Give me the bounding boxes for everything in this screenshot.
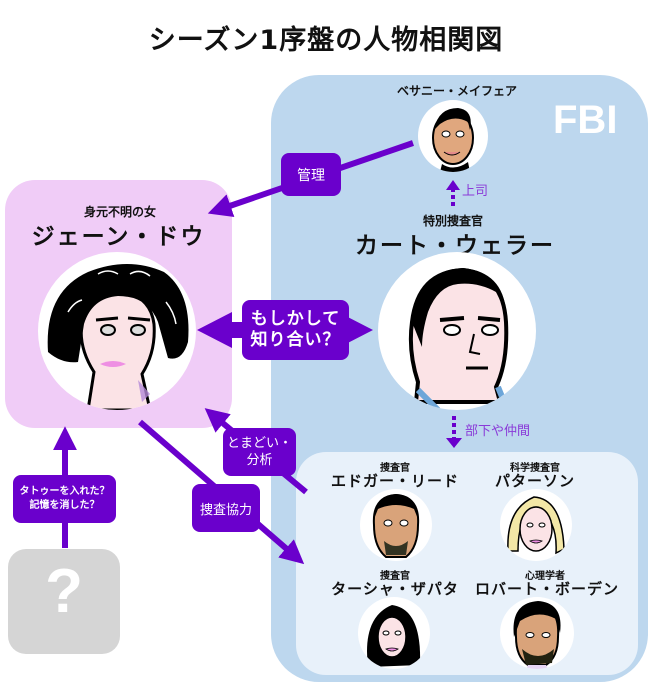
tasha-role: 捜査官 xyxy=(380,571,410,582)
diagram-title: シーズン1序盤の人物相関図 xyxy=(148,25,504,56)
borden-face-icon xyxy=(513,601,561,669)
borden-portrait xyxy=(500,597,574,669)
fbi-group-label: FBI xyxy=(553,98,618,142)
edgar-face-icon xyxy=(372,493,420,558)
relation-confusion-line2: 分析 xyxy=(246,453,273,468)
bethany-face-icon xyxy=(432,108,474,172)
unknown-person-box xyxy=(8,549,120,654)
relation-maybe-know-tag: もしかして 知り合い？ xyxy=(242,300,349,360)
patterson-role: 科学捜査官 xyxy=(510,463,560,474)
relation-manage-tag: 管理 xyxy=(281,153,341,196)
borden-name: ロバート・ボーデン xyxy=(474,580,619,598)
tasha-portrait xyxy=(358,597,430,669)
question-mark-icon: ? xyxy=(45,557,83,626)
relation-confusion-line1: とまどい・ xyxy=(226,436,292,451)
relation-subordinates-label: 部下や仲間 xyxy=(465,424,531,439)
edgar-name: エドガー・リード xyxy=(330,472,459,490)
patterson-face-icon xyxy=(507,496,565,555)
bethany-portrait xyxy=(418,100,488,172)
relation-tattoo-tag: タトゥーを入れた？ 記憶を消した？ xyxy=(13,475,116,523)
kurt-role: 特別捜査官 xyxy=(422,214,483,228)
tasha-face-icon xyxy=(367,605,421,667)
edgar-role: 捜査官 xyxy=(380,463,410,474)
jane-name: ジェーン・ドウ xyxy=(31,224,206,250)
relation-confusion-tag: とまどい・ 分析 xyxy=(223,428,296,476)
fbi-team-box xyxy=(296,452,638,675)
patterson-portrait xyxy=(500,489,572,561)
relation-boss-label: 上司 xyxy=(462,184,489,199)
edgar-portrait xyxy=(360,489,432,561)
relation-tattoo-line1: タトゥーを入れた？ xyxy=(19,486,110,497)
borden-role: 心理学者 xyxy=(525,571,565,582)
jane-face-icon xyxy=(47,264,189,410)
arrow-maybe-know-left xyxy=(197,312,232,348)
patterson-name: パターソン xyxy=(494,472,575,490)
relation-maybe-know-line2: 知り合い？ xyxy=(250,330,341,350)
jane-role: 身元不明の女 xyxy=(83,205,156,219)
bethany-name: ベサニー・メイフェア xyxy=(396,84,517,98)
kurt-face-icon xyxy=(408,267,511,410)
tasha-name: ターシャ・ザパタ xyxy=(331,580,459,598)
relation-maybe-know-line1: もしかして xyxy=(250,309,341,329)
kurt-portrait xyxy=(378,252,536,410)
arrow-subordinates-head xyxy=(446,438,462,448)
relation-cooperation-tag: 捜査協力 xyxy=(192,484,260,532)
arrow-boss-head xyxy=(446,180,460,190)
jane-portrait xyxy=(38,252,196,410)
relation-tattoo-line2: 記憶を消した？ xyxy=(29,500,100,511)
